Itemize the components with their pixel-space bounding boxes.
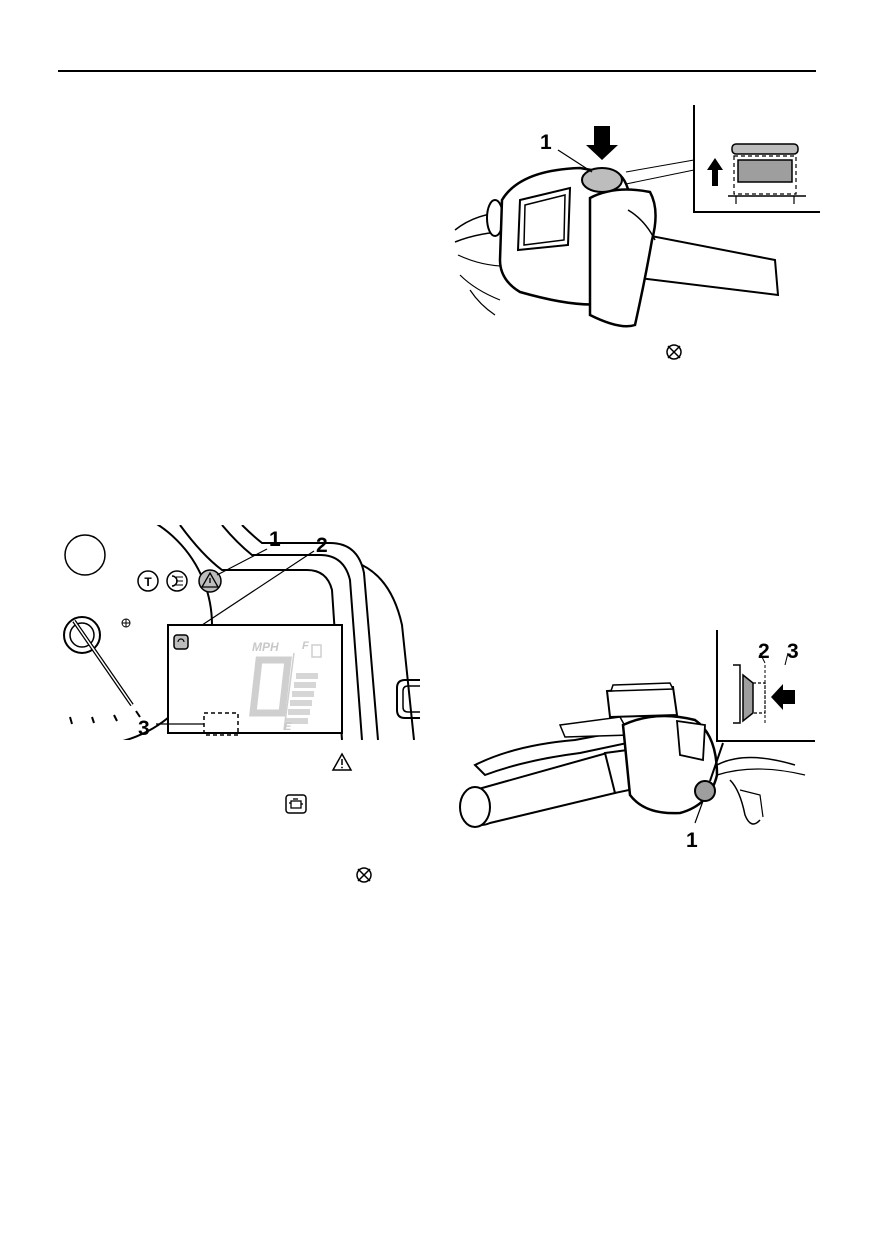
- meter-display-illustration: T: [62, 525, 420, 740]
- callout-1-bottom: 1: [686, 829, 698, 852]
- handlebar-button-illustration: [454, 105, 820, 328]
- handlebar-lever-illustration: [459, 630, 815, 828]
- lcd-fuel-empty: E: [284, 721, 292, 733]
- no-entry-icon: [666, 344, 682, 360]
- callout-2-meter: 2: [316, 534, 328, 557]
- callout-2-bottom: 2: [758, 640, 770, 663]
- warning-triangle-icon: [331, 752, 353, 771]
- no-entry-icon: [356, 867, 372, 883]
- svg-text:T: T: [144, 575, 152, 589]
- callout-1-top: 1: [540, 131, 552, 154]
- lcd-fuel-full: F: [302, 640, 309, 652]
- lcd-speed-value: 0: [248, 648, 288, 720]
- header-rule: [58, 70, 816, 72]
- lcd-unit-label: MPH: [252, 640, 279, 654]
- callout-3-bottom: 3: [787, 640, 799, 663]
- engine-check-icon: [285, 794, 307, 814]
- callout-3-meter: 3: [138, 717, 150, 740]
- callout-1-meter: 1: [269, 528, 281, 551]
